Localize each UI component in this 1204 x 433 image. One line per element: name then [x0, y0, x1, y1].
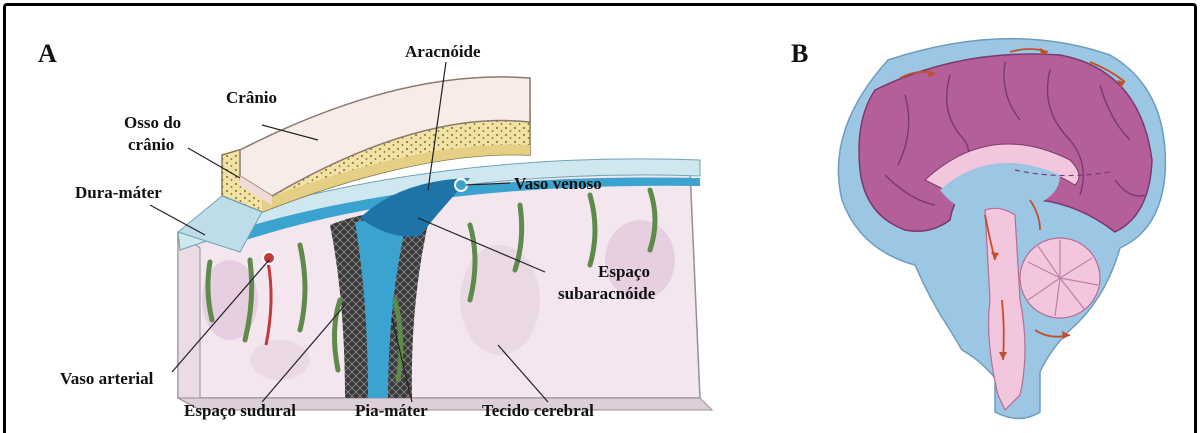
label-espaco-sudural: Espaço sudural [184, 401, 296, 420]
label-espaco-line1: Espaço [598, 262, 650, 281]
label-aracnoide: Aracnóide [405, 42, 481, 61]
label-osso-line2: crânio [128, 135, 174, 154]
label-espaco-line2: subaracnóide [558, 284, 656, 303]
arterial-vessel [263, 252, 275, 264]
venous-vessel [455, 179, 467, 191]
label-vaso-venoso: Vaso venoso [514, 174, 602, 193]
label-pia-mater: Pia-máter [355, 401, 428, 420]
label-cranio: Crânio [226, 88, 277, 107]
label-vaso-arterial: Vaso arterial [60, 369, 154, 388]
panel-label-b: B [791, 39, 808, 68]
panel-b-brain-sagittal [838, 39, 1165, 419]
label-tecido-cerebral: Tecido cerebral [482, 401, 594, 420]
panel-label-a: A [38, 39, 57, 68]
panel-a-illustration [178, 77, 712, 410]
label-dura-mater: Dura-máter [75, 183, 162, 202]
label-osso-line1: Osso do [124, 113, 181, 132]
